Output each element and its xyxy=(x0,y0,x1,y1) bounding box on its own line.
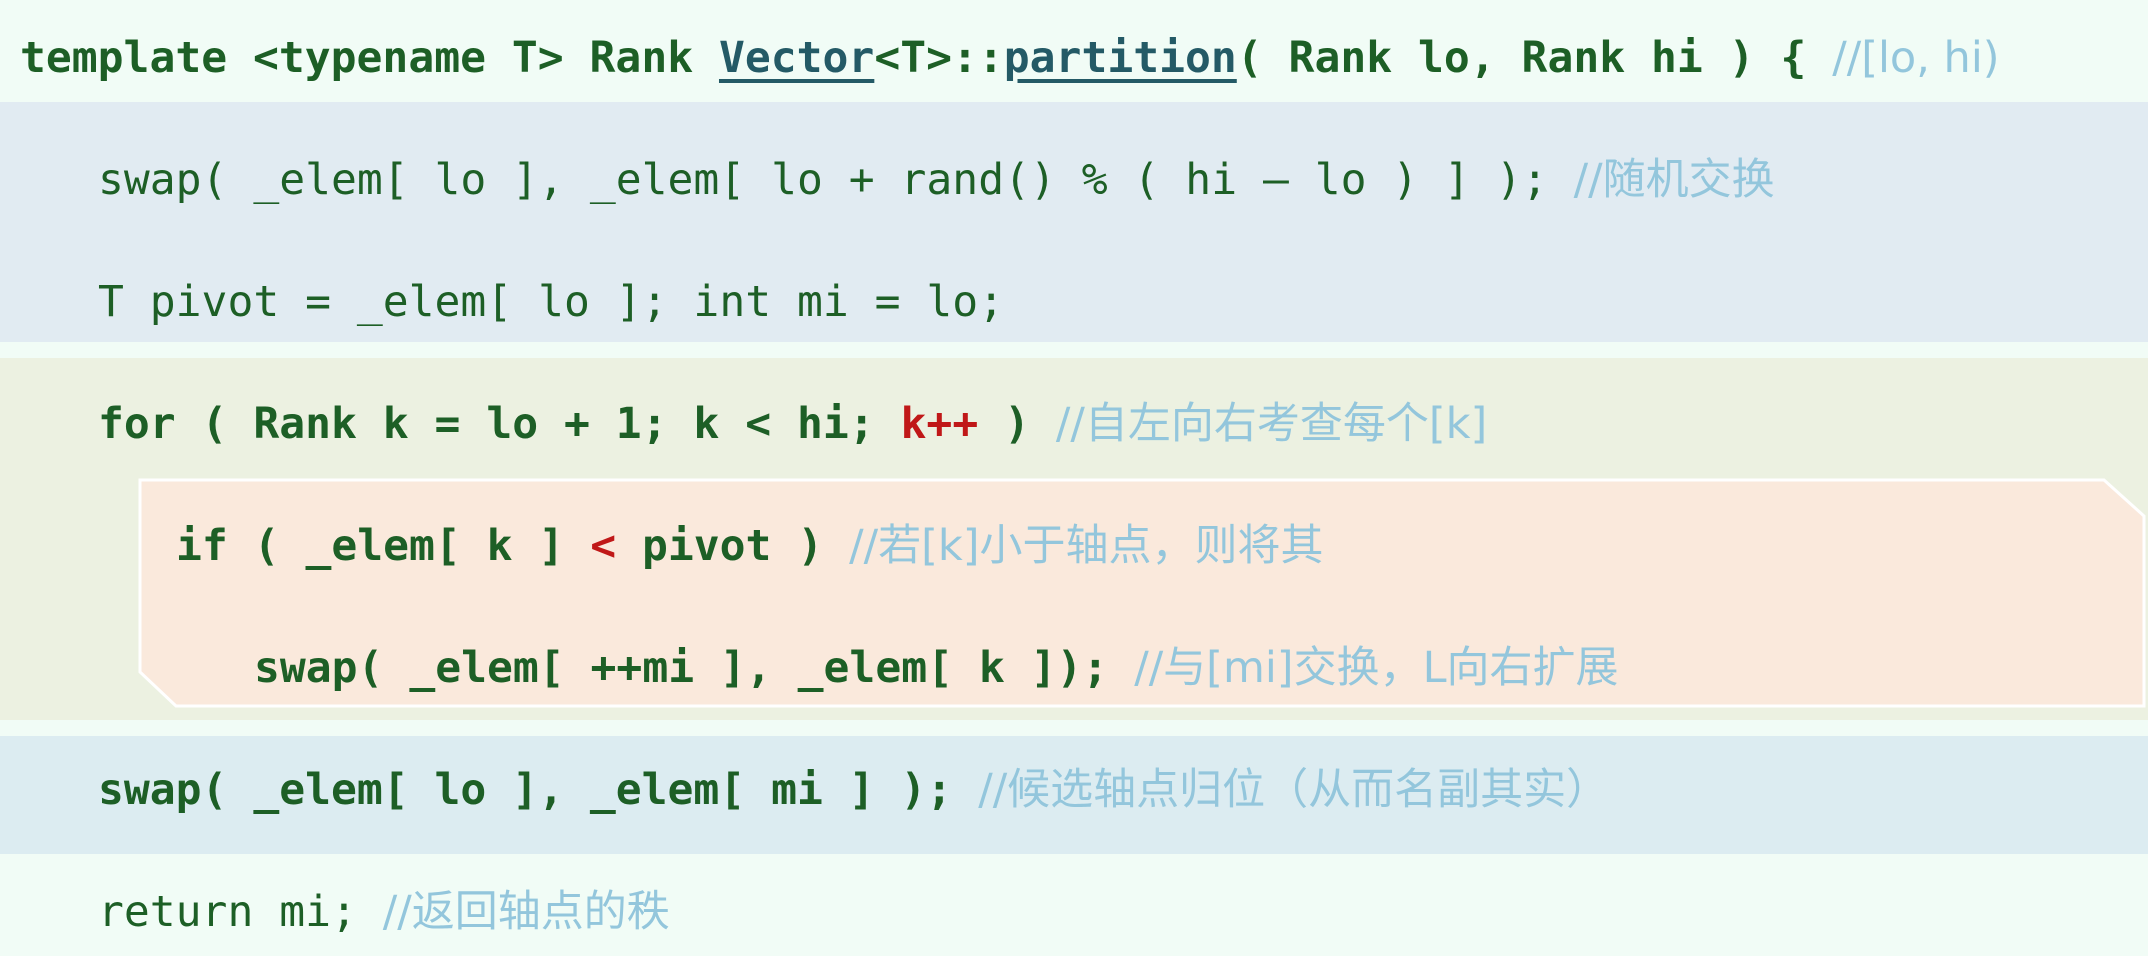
code-line-pivot-restore: swap( _elem[ lo ], _elem[ mi ] ); //候选轴点… xyxy=(98,760,1609,820)
function-name-link: partition xyxy=(1003,33,1237,83)
return-band xyxy=(0,854,2148,956)
spacer-band xyxy=(0,720,2148,736)
pivot-restore-band xyxy=(0,736,2148,854)
code-text: template <typename T> Rank xyxy=(20,33,719,83)
code-line-random-swap: swap( _elem[ lo ], _elem[ lo + rand() % … xyxy=(98,150,1775,210)
code-comment: //[lo, hi) xyxy=(1832,33,2000,83)
code-comment: //与[mi]交换，L向右扩展 xyxy=(1134,643,1619,693)
code-line-inner-swap: swap( _elem[ ++mi ], _elem[ k ]); //与[mi… xyxy=(254,638,1619,698)
code-text: T pivot = _elem[ lo ]; int mi = lo; xyxy=(98,277,1005,327)
code-text: pivot ) xyxy=(616,521,850,571)
code-text: return mi; xyxy=(98,887,383,937)
code-text: ) xyxy=(978,399,1056,449)
code-text: swap( _elem[ ++mi ], _elem[ k ]); xyxy=(254,643,1135,693)
header-band xyxy=(0,0,2148,102)
code-text: for ( Rank k = lo + 1; k < hi; xyxy=(98,399,901,449)
code-text: <T>:: xyxy=(874,33,1004,83)
code-comment: //候选轴点归位（从而名副其实） xyxy=(978,765,1610,815)
code-text: if ( _elem[ k ] xyxy=(176,521,591,571)
code-line-pivot-init: T pivot = _elem[ lo ]; int mi = lo; xyxy=(98,272,1004,332)
code-comment: //自左向右考查每个[k] xyxy=(1055,399,1488,449)
spacer-band xyxy=(0,342,2148,358)
setup-band xyxy=(0,102,2148,342)
highlighted-code: k++ xyxy=(900,399,979,449)
code-line-if: if ( _elem[ k ] < pivot ) //若[k]小于轴点，则将其 xyxy=(176,516,1324,576)
code-comment: //随机交换 xyxy=(1573,155,1775,205)
code-text: ( Rank lo, Rank hi ) { xyxy=(1236,33,1833,83)
class-name-link: Vector xyxy=(718,33,875,83)
code-text: swap( _elem[ lo ], _elem[ mi ] ); xyxy=(98,765,979,815)
code-comment: //若[k]小于轴点，则将其 xyxy=(849,521,1324,571)
highlighted-code: < xyxy=(590,521,617,571)
code-text: swap( _elem[ lo ], _elem[ lo + rand() % … xyxy=(98,155,1574,205)
code-comment: //返回轴点的秩 xyxy=(382,887,670,937)
code-line-for-loop: for ( Rank k = lo + 1; k < hi; k++ ) //自… xyxy=(98,394,1487,454)
code-line-signature: template <typename T> Rank Vector<T>::pa… xyxy=(20,28,2000,88)
code-line-return: return mi; //返回轴点的秩 xyxy=(98,882,670,942)
